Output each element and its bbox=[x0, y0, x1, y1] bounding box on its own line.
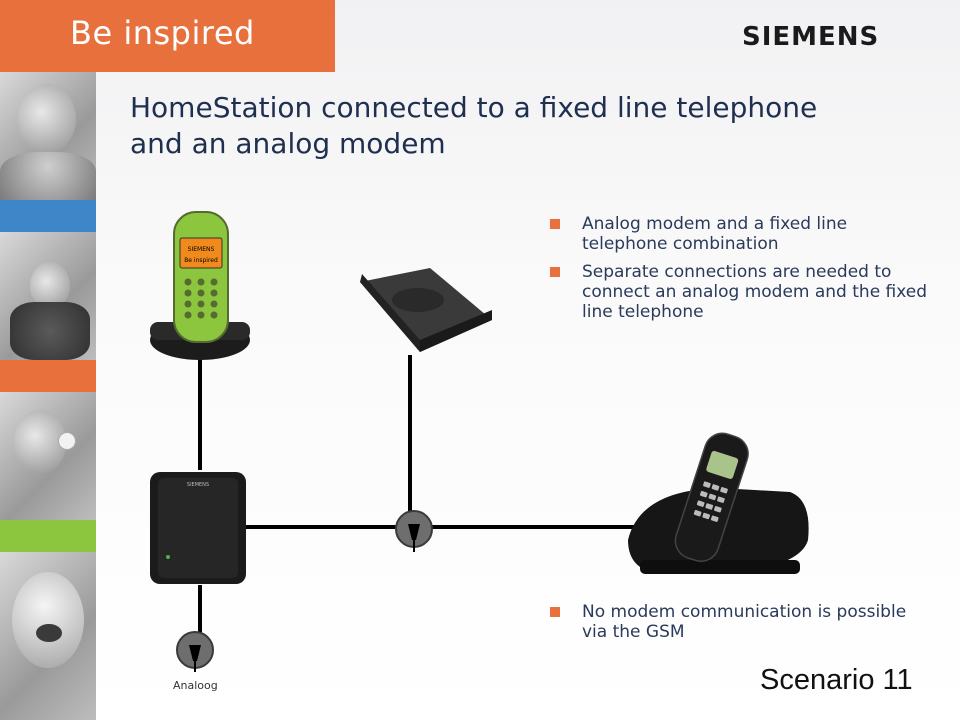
photo-dog bbox=[0, 552, 96, 720]
scenario-label: Scenario 11 bbox=[760, 664, 913, 696]
bullet-list-bottom: No modem communication is possible via t… bbox=[550, 602, 930, 650]
brand-logo: SIEMENS bbox=[742, 22, 880, 52]
cordless-phone bbox=[628, 432, 809, 574]
homestation: SIEMENS bbox=[150, 472, 246, 584]
bullet-item: No modem communication is possible via t… bbox=[550, 602, 930, 642]
bullet-item: Analog modem and a fixed line telephone … bbox=[550, 214, 930, 254]
bullet-text: No modem communication is possible via t… bbox=[582, 602, 907, 642]
bullet-text: Analog modem and a fixed line telephone … bbox=[582, 214, 848, 254]
page-title: HomeStation connected to a fixed line te… bbox=[130, 90, 930, 162]
strip-band-orange bbox=[0, 360, 96, 392]
bullet-square-icon bbox=[550, 267, 560, 277]
photo-strip bbox=[0, 72, 96, 720]
bullet-item: Separate connections are needed to conne… bbox=[550, 262, 930, 322]
wall-socket-mid bbox=[395, 510, 433, 552]
header-banner: Be inspired bbox=[0, 0, 335, 72]
mobile-phone: SIEMENS Be inspired bbox=[150, 211, 250, 360]
title-line-1: HomeStation connected to a fixed line te… bbox=[130, 91, 818, 124]
bullet-square-icon bbox=[550, 607, 560, 617]
photo-man-bubbles bbox=[0, 392, 96, 520]
wires bbox=[198, 355, 640, 640]
phone-screen-sub: Be inspired bbox=[184, 257, 218, 264]
strip-band-green bbox=[0, 520, 96, 552]
homestation-brand: SIEMENS bbox=[187, 482, 209, 488]
banner-title: Be inspired bbox=[70, 14, 255, 52]
bullet-text: Separate connections are needed to conne… bbox=[582, 262, 928, 322]
analog-socket-label: Analoog bbox=[173, 679, 218, 692]
wall-socket-analog bbox=[176, 631, 214, 672]
photo-woman bbox=[0, 72, 96, 200]
title-line-2: and an analog modem bbox=[130, 127, 446, 160]
bullet-square-icon bbox=[550, 219, 560, 229]
bullet-list-top: Analog modem and a fixed line telephone … bbox=[550, 214, 930, 330]
strip-band-blue bbox=[0, 200, 96, 232]
analog-modem bbox=[360, 268, 492, 352]
photo-man-jumping bbox=[0, 232, 96, 360]
phone-screen-brand: SIEMENS bbox=[188, 246, 215, 253]
